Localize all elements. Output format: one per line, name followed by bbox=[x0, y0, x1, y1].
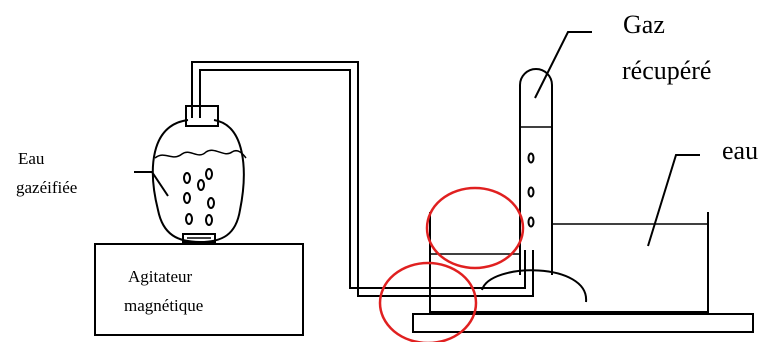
highlight-circle-upper bbox=[425, 186, 525, 270]
collection-tube bbox=[519, 68, 553, 275]
delivery-tube bbox=[191, 61, 534, 297]
pointer-lines bbox=[134, 31, 700, 247]
highlight-circles bbox=[378, 186, 525, 342]
stirrer-box bbox=[94, 243, 304, 336]
tube-bubbles bbox=[527, 152, 535, 228]
gas-label-line2: récupéré bbox=[622, 56, 712, 85]
stirrer-label-line2: magnétique bbox=[124, 296, 204, 315]
stopper bbox=[185, 105, 219, 127]
gas-label-line1: Gaz bbox=[623, 10, 665, 39]
base-plate bbox=[412, 313, 754, 333]
sparkling-water-label-line1: Eau bbox=[18, 149, 45, 168]
flask-bubbles bbox=[183, 168, 215, 226]
liquid-surface bbox=[154, 149, 247, 159]
tube-support bbox=[481, 269, 588, 303]
sparkling-water-label-line2: gazéifiée bbox=[16, 178, 78, 197]
flask bbox=[151, 119, 245, 244]
water-label: eau bbox=[722, 136, 759, 165]
highlight-circle-lower bbox=[378, 261, 478, 342]
stirrer-label-line1: Agitateur bbox=[128, 267, 193, 286]
